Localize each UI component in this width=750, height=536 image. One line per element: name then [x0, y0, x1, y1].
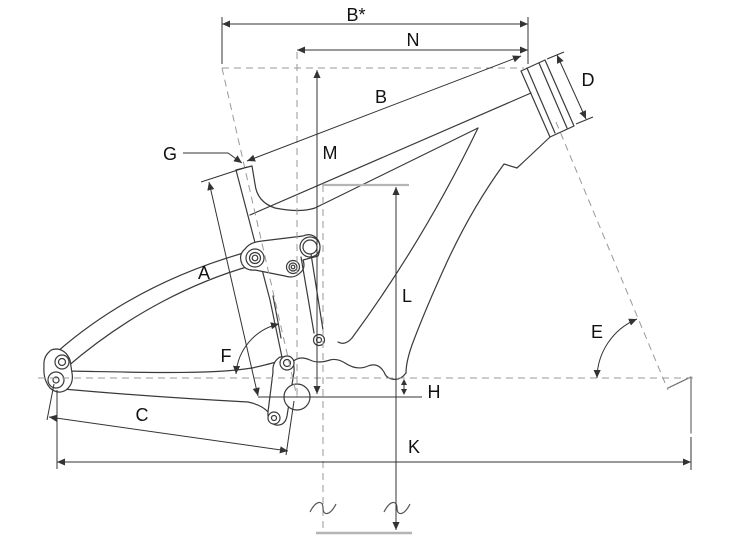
dimension-h — [258, 379, 422, 398]
break-symbol-left — [309, 501, 337, 515]
dimension-label-h: H — [428, 382, 441, 402]
fork-dropout-mark — [667, 376, 692, 434]
frame-drawing — [43, 59, 692, 434]
dimension-g-leader — [183, 152, 243, 164]
rear-shock — [300, 253, 326, 347]
dimension-label-e: E — [591, 322, 603, 342]
dimension-label-b-star: B* — [346, 5, 365, 25]
dimension-label-c: C — [136, 405, 149, 425]
reference-lines — [316, 183, 412, 535]
break-symbols — [309, 501, 411, 515]
dimension-c — [46, 383, 295, 456]
rear-dropout — [43, 348, 73, 393]
steering-axis-line — [555, 121, 669, 391]
seat-tube-axis-line — [221, 67, 298, 398]
down-tube — [405, 136, 551, 374]
dimension-label-m: M — [323, 143, 338, 163]
break-symbol-right — [383, 501, 411, 515]
dimension-e-arc — [593, 318, 638, 379]
dimension-label-k: K — [408, 437, 420, 457]
head-tube — [520, 59, 575, 138]
dimension-label-l: L — [402, 286, 412, 306]
dimension-label-f: F — [221, 346, 232, 366]
dimension-lines — [46, 17, 692, 530]
dimension-label-a: A — [198, 263, 210, 283]
dimension-d — [546, 51, 594, 125]
chain-stay — [62, 360, 280, 413]
rocker-link — [239, 234, 321, 278]
dimension-b-star — [221, 17, 529, 64]
motor-casing — [282, 357, 407, 380]
dimension-label-d: D — [582, 70, 595, 90]
dimension-label-g: G — [163, 144, 177, 164]
down-tube-inner-edge — [337, 127, 479, 344]
dimension-f-arc — [232, 322, 280, 375]
dimension-label-n: N — [407, 30, 420, 50]
dimension-b — [246, 55, 522, 162]
dimension-label-b: B — [375, 87, 387, 107]
construction-lines — [38, 52, 694, 531]
dimension-k — [56, 390, 692, 470]
top-tube — [249, 92, 532, 216]
